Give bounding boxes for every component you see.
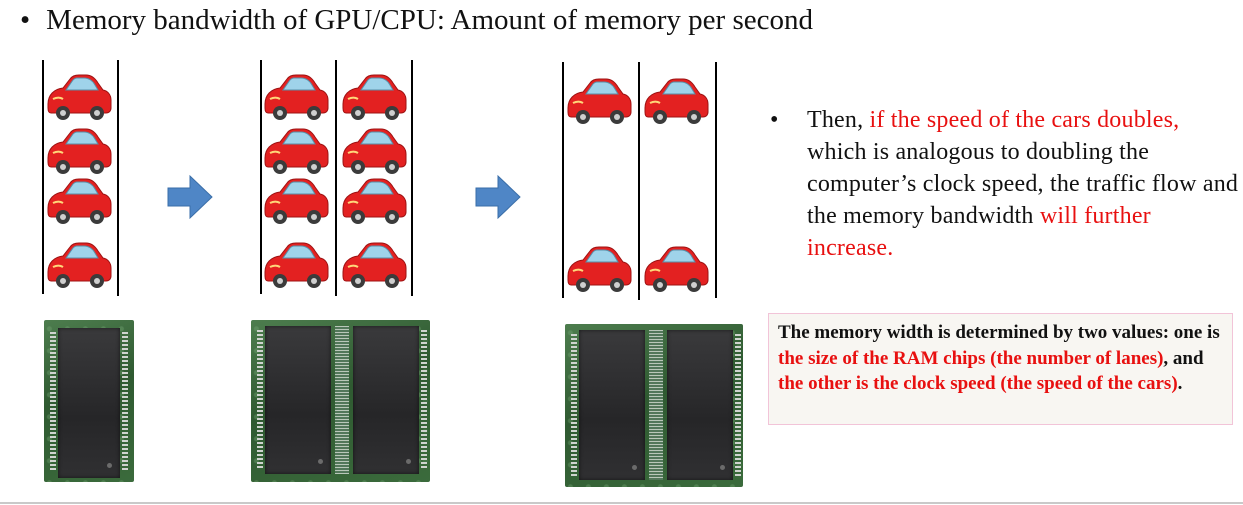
footer-divider — [0, 502, 1243, 504]
right-arrow-icon — [167, 175, 213, 219]
note-highlight: the other is the clock speed (the speed … — [778, 373, 1178, 395]
red-car-icon — [342, 128, 407, 175]
red-car-icon — [47, 74, 112, 121]
red-car-icon — [47, 128, 112, 175]
traffic-diagram — [42, 60, 717, 300]
note-text: , and — [1163, 347, 1204, 369]
memory-chip — [667, 330, 733, 480]
red-car-icon — [342, 178, 407, 225]
title-bullet: • — [20, 4, 31, 36]
red-car-icon — [264, 128, 329, 175]
memory-chip — [58, 328, 120, 478]
red-car-icon — [342, 74, 407, 121]
note-text: The memory width is determined by two va… — [778, 322, 1220, 343]
ram-module-icon — [251, 320, 430, 482]
red-car-icon — [264, 74, 329, 121]
red-car-icon — [264, 242, 329, 289]
ram-module-icon — [565, 324, 743, 487]
ram-module-icon — [44, 320, 134, 482]
red-car-icon — [644, 246, 709, 293]
title-text: Memory bandwidth of GPU/CPU: Amount of m… — [46, 4, 813, 36]
memory-chip — [353, 326, 419, 474]
red-car-icon — [264, 178, 329, 225]
memory-chip — [265, 326, 331, 474]
red-car-icon — [47, 242, 112, 289]
explanation-text: which is analogous to doubling the compu… — [807, 139, 1239, 229]
note-highlight: the size of the RAM chips (the number of… — [778, 347, 1164, 369]
slide-title: • Memory bandwidth of GPU/CPU: Amount of … — [20, 4, 813, 37]
note-text: . — [1177, 373, 1183, 395]
explanation-highlight: will further increase. — [807, 203, 1151, 261]
explanation-highlight: if the speed of the cars doubles, — [869, 107, 1180, 133]
explanation-bullet-marker: • — [770, 107, 779, 133]
explanation-paragraph: Then, if the speed of the cars doubles, … — [807, 104, 1240, 264]
red-car-icon — [342, 242, 407, 289]
red-car-icon — [47, 178, 112, 225]
red-car-icon — [567, 246, 632, 293]
right-arrow-icon — [475, 175, 521, 219]
note-box: The memory width is determined by two va… — [768, 313, 1233, 425]
explanation-bullet: • Then, if the speed of the cars doubles… — [770, 104, 1240, 264]
red-car-icon — [567, 78, 632, 125]
red-car-icon — [644, 78, 709, 125]
memory-chip — [579, 330, 645, 480]
explanation-text: Then, — [807, 107, 870, 133]
